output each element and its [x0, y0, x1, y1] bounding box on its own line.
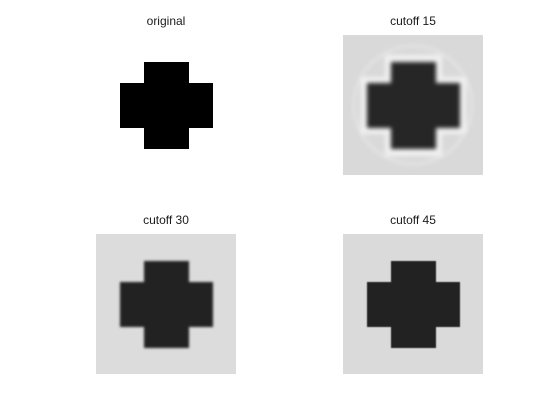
- panel-title-cutoff-30: cutoff 30: [143, 213, 189, 227]
- cross-horizontal-bar: [120, 282, 213, 327]
- cross-horizontal-bar: [367, 83, 460, 128]
- blurred-content: [343, 234, 483, 374]
- blurred-content: [343, 35, 483, 175]
- image-cutoff-45: [343, 234, 483, 374]
- ringing-artifact: [353, 45, 473, 165]
- image-original: [96, 35, 236, 175]
- panel-title-original: original: [146, 14, 186, 28]
- image-cutoff-30: [96, 234, 236, 374]
- cross-horizontal-bar: [120, 83, 213, 128]
- blurred-content: [96, 234, 236, 374]
- panel-title-cutoff-15: cutoff 15: [390, 14, 436, 28]
- panel-title-cutoff-45: cutoff 45: [390, 213, 436, 227]
- cross-horizontal-bar: [367, 282, 460, 327]
- image-cutoff-15: [343, 35, 483, 175]
